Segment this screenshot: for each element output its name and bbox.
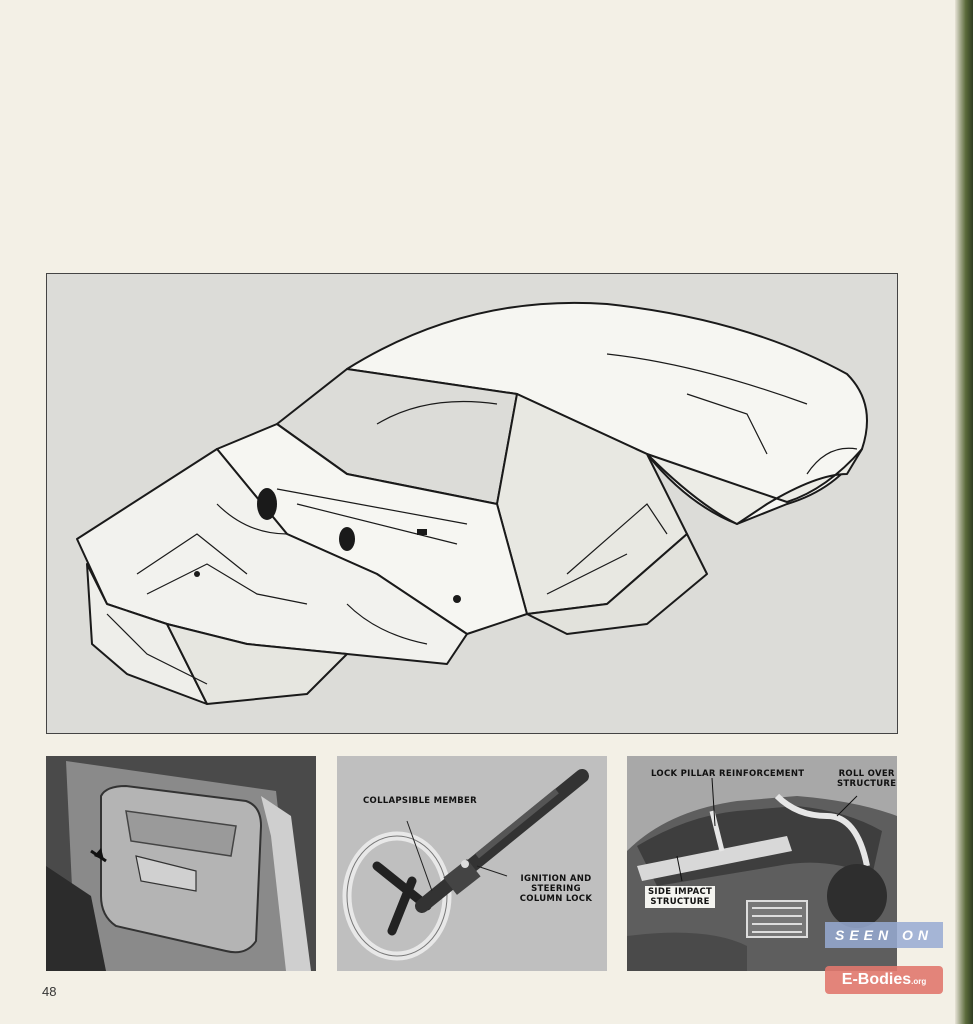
- side-impact-caption-line2: STRUCTURE: [650, 897, 710, 907]
- ignition-lock-caption-line1: IGNITION AND STEERING: [520, 874, 592, 894]
- steering-column-photo: COLLAPSIBLE MEMBER IGNITION AND STEERING…: [337, 756, 607, 971]
- roll-over-caption-line2: STRUCTURE: [837, 779, 897, 789]
- steering-column-drawing: [337, 756, 607, 971]
- page-number: 48: [42, 984, 57, 999]
- ignition-lock-caption-line2: COLUMN LOCK: [519, 894, 593, 904]
- safety-structure-drawing: [627, 756, 897, 971]
- seen-on-ebodies-watermark: SEEN ON E-Bodies.org: [825, 922, 943, 994]
- body-shell-drawing: [76, 301, 868, 705]
- body-shell-illustration: [46, 273, 898, 734]
- ignition-lock-caption: IGNITION AND STEERING COLUMN LOCK: [505, 874, 607, 904]
- door-panel-photo: [46, 756, 316, 971]
- watermark-suffix: .org: [911, 977, 927, 986]
- side-impact-caption-line1: SIDE IMPACT: [648, 887, 713, 897]
- watermark-bottom-text: E-Bodies: [841, 971, 912, 988]
- roll-over-caption: ROLL OVER STRUCTURE: [837, 769, 896, 789]
- watermark-bottom-badge: E-Bodies.org: [825, 966, 943, 994]
- page-edge-shadow: [955, 0, 973, 1024]
- roll-over-caption-line1: ROLL OVER: [838, 769, 895, 779]
- collapsible-member-caption: COLLAPSIBLE MEMBER: [363, 796, 478, 806]
- side-impact-caption: SIDE IMPACT STRUCTURE: [645, 886, 716, 908]
- door-photo-drawing: [46, 756, 316, 971]
- lock-pillar-caption: LOCK PILLAR REINFORCEMENT: [651, 769, 805, 779]
- watermark-top-text: SEEN ON: [825, 922, 943, 948]
